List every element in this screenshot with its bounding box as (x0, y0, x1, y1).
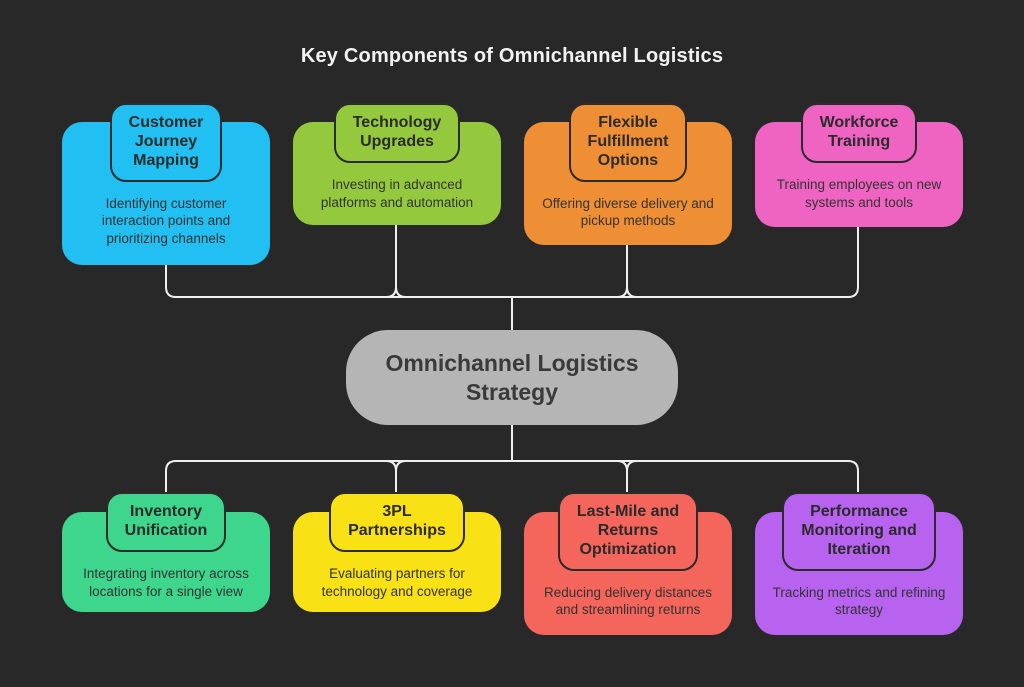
node-title-pill: Customer Journey Mapping (109, 103, 223, 182)
connector-top-drop-3 (616, 244, 638, 298)
node-technology-upgrades: Technology Upgrades Investing in advance… (293, 103, 501, 225)
node-title-pill: Inventory Unification (105, 492, 227, 552)
connector-top-drop-2 (385, 224, 407, 298)
node-description: Offering diverse delivery and pickup met… (542, 195, 714, 229)
node-description: Tracking metrics and refining strategy (772, 584, 946, 618)
connector-bottom-drop-2 (385, 460, 407, 494)
node-title-pill: Performance Monitoring and Iteration (782, 492, 936, 571)
node-description: Identifying customer interaction points … (101, 195, 231, 247)
node-title-pill: 3PL Partnerships (329, 492, 465, 552)
node-description: Training employees on new systems and to… (776, 176, 942, 210)
node-description: Integrating inventory across locations f… (83, 565, 249, 599)
node-3pl-partnerships: 3PL Partnerships Evaluating partners for… (293, 492, 501, 612)
node-description: Reducing delivery distances and streamli… (543, 584, 713, 618)
node-workforce-training: Workforce Training Training employees on… (755, 103, 963, 227)
node-description: Evaluating partners for technology and c… (321, 565, 473, 599)
node-performance-monitoring-iteration: Performance Monitoring and Iteration Tra… (755, 492, 963, 635)
node-title-pill: Workforce Training (800, 103, 918, 163)
node-customer-journey-mapping: Customer Journey Mapping Identifying cus… (62, 103, 270, 265)
node-flexible-fulfillment-options: Flexible Fulfillment Options Offering di… (524, 103, 732, 245)
node-title-pill: Flexible Fulfillment Options (568, 103, 688, 182)
diagram-title: Key Components of Omnichannel Logistics (300, 45, 724, 67)
node-title-pill: Technology Upgrades (333, 103, 461, 163)
node-description: Investing in advanced platforms and auto… (320, 176, 474, 210)
node-omnichannel-logistics-strategy: Omnichannel Logistics Strategy (346, 330, 678, 425)
connector-bottom-drop-3 (616, 460, 638, 494)
connector-bottom-bus (165, 460, 859, 494)
node-inventory-unification: Inventory Unification Integrating invent… (62, 492, 270, 612)
node-last-mile-returns-optimization: Last-Mile and Returns Optimization Reduc… (524, 492, 732, 635)
node-title-pill: Last-Mile and Returns Optimization (557, 492, 699, 571)
